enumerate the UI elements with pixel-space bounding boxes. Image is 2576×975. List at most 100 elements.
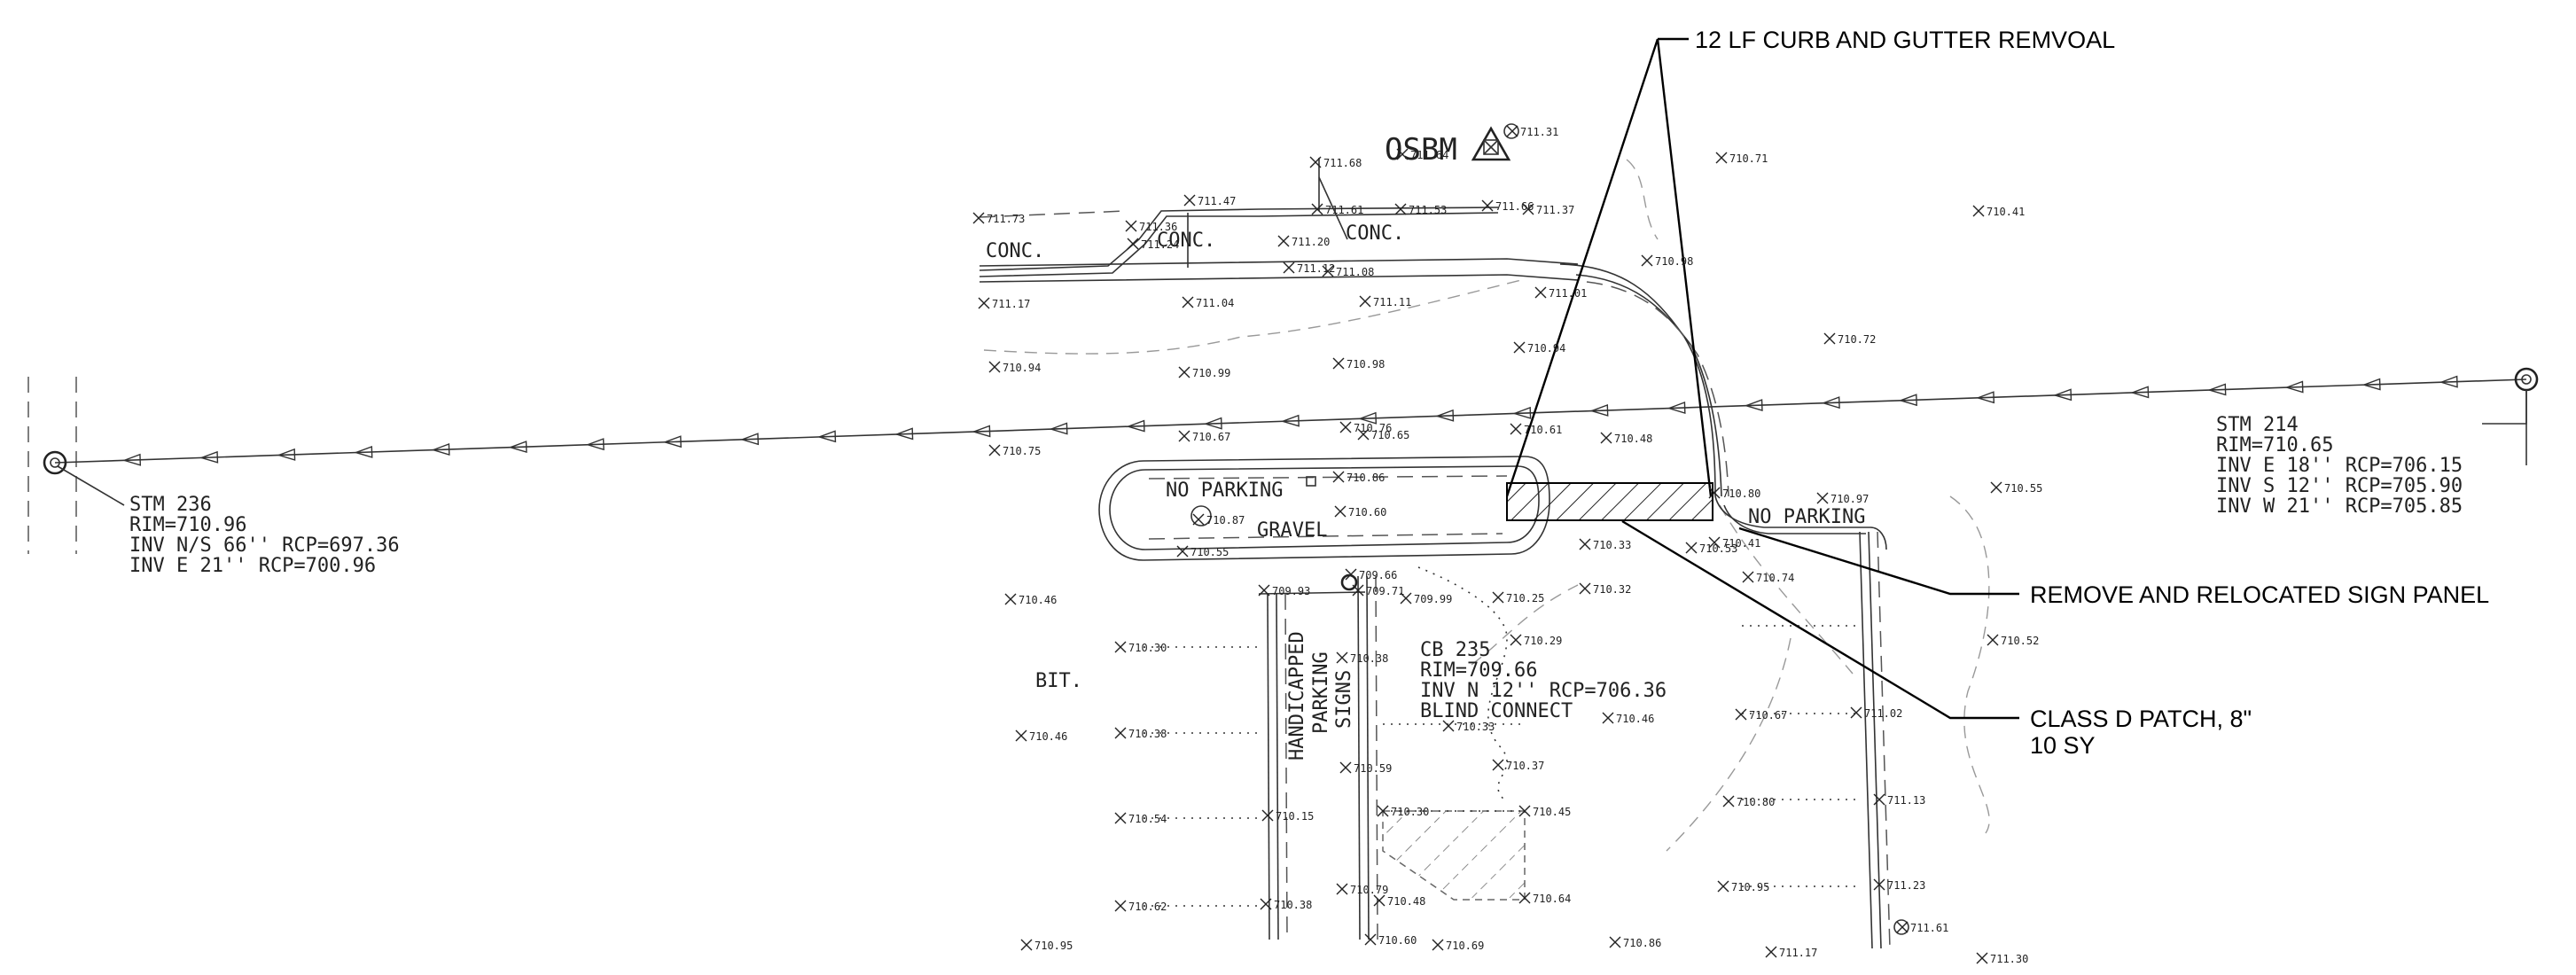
spot-elevation: 710.86 — [1332, 471, 1385, 484]
flow-arrow-icon — [431, 443, 450, 456]
spot-elevation: 711.66 — [1481, 199, 1534, 213]
spot-elevation-value: 709.93 — [1272, 585, 1310, 597]
south-walkways — [1258, 531, 1891, 949]
conc-label-1: CONC. — [986, 240, 1044, 262]
spot-elevation-value: 710.94 — [1527, 342, 1565, 355]
spot-elevation: 711.08 — [1322, 265, 1374, 278]
spot-elevation: 711.37 — [1522, 203, 1574, 216]
spot-elevation: 711.24 — [1127, 238, 1179, 251]
spot-elevation: 710.15 — [1261, 809, 1314, 823]
spot-elevation-value: 710.33 — [1593, 539, 1631, 551]
spot-elevation-value: 710.62 — [1128, 901, 1167, 913]
flow-arrow-icon — [662, 435, 682, 448]
sign-post-marker — [1306, 476, 1316, 487]
spot-elevation: 710.48 — [1373, 894, 1425, 908]
spot-elevation-value: 710.72 — [1838, 333, 1876, 346]
svg-text:INV S 12'' RCP=705.90: INV S 12'' RCP=705.90 — [2216, 475, 2463, 497]
bit-label: BIT. — [1035, 670, 1082, 692]
spot-elevation-value: 711.13 — [1887, 794, 1925, 807]
flow-arrow-icon — [2284, 380, 2304, 394]
concrete-walk — [979, 158, 1579, 283]
spot-elevation: 711.13 — [1873, 793, 1925, 807]
sign-relocate-leader — [1738, 526, 2019, 596]
class-d-patch-leader — [1621, 519, 2019, 720]
spot-elevation-value: 710.71 — [1729, 152, 1768, 165]
spot-elevation-value: 710.53 — [1699, 542, 1737, 555]
spot-elevation-value: 710.99 — [1192, 367, 1230, 379]
flow-arrow-icon — [972, 425, 991, 438]
spot-elevation: 710.41 — [1708, 536, 1760, 550]
tree-line — [983, 159, 1990, 852]
spot-elevation-value: 711.31 — [1520, 126, 1558, 138]
spot-elevation: 710.65 — [1357, 428, 1409, 441]
spot-elevation: 709.99 — [1400, 592, 1452, 605]
spot-elevation-value: 710.55 — [2004, 482, 2042, 495]
spot-elevation: 710.80 — [1722, 795, 1775, 808]
spot-elevation: 710.60 — [1334, 505, 1386, 519]
spot-elevation-value: 709.99 — [1414, 593, 1452, 605]
spot-elevation: 710.25 — [1492, 591, 1544, 604]
dotted-grade-lines — [1144, 566, 1862, 907]
stm-214-label: STM 214 RIM=710.65 INV E 18'' RCP=706.15… — [2216, 414, 2463, 518]
spot-elevation: 710.37 — [1492, 759, 1544, 772]
flow-arrow-icon — [2439, 375, 2458, 388]
spot-elevation: 710.99 — [1178, 366, 1230, 379]
osbm-benchmark-icon — [1471, 123, 1519, 161]
spot-elevation-value: 710.15 — [1276, 810, 1314, 823]
gravel-label: GRAVEL — [1257, 519, 1327, 542]
spot-elevation-value: 710.59 — [1354, 762, 1392, 775]
spot-elevation: 711.68 — [1309, 156, 1362, 169]
spot-elevation: 710.74 — [1742, 571, 1794, 584]
spot-elevation-value: 710.67 — [1749, 709, 1787, 722]
svg-text:STM 214: STM 214 — [2216, 414, 2299, 436]
spot-elevation-value: 711.47 — [1198, 195, 1236, 207]
no-parking-label-2: NO PARKING — [1748, 506, 1865, 528]
spot-elevation-value: 710.38 — [1128, 728, 1167, 740]
flow-arrow-icon — [817, 430, 837, 443]
spot-elevation: 710.72 — [1823, 332, 1876, 346]
spot-elevation: 710.55 — [1990, 481, 2042, 495]
spot-elevation-value: 711.02 — [1864, 707, 1902, 720]
spot-elevation: 710.53 — [1685, 542, 1737, 555]
spot-elevation-value: 710.74 — [1756, 572, 1794, 584]
spot-elevation-value: 710.67 — [1192, 431, 1230, 443]
spot-elevation: 710.29 — [1510, 634, 1562, 647]
spot-elevation-value: 710.87 — [1206, 514, 1245, 526]
spot-elevation: 710.67 — [1735, 708, 1787, 722]
svg-text:HANDICAPPED: HANDICAPPED — [1286, 631, 1308, 760]
spot-elevation: 710.52 — [1987, 634, 2039, 647]
no-parking-label-1: NO PARKING — [1166, 480, 1283, 502]
spot-elevation-value: 710.94 — [1003, 362, 1041, 374]
spot-elevation: 710.62 — [1114, 900, 1167, 913]
spot-elevation: 709.93 — [1258, 584, 1310, 597]
flow-arrow-icon — [1667, 402, 1686, 414]
spot-elevation: 710.54 — [1114, 812, 1167, 825]
curb-removal-leader — [1505, 37, 1713, 497]
spot-elevation: 710.46 — [1015, 729, 1067, 743]
spot-elevation: 710.71 — [1715, 152, 1768, 165]
spot-elevation: 710.33 — [1579, 538, 1631, 551]
spot-elevation: 710.80 — [1708, 487, 1760, 500]
spot-elevation-value: 710.98 — [1655, 255, 1693, 268]
parking-island — [1098, 456, 1550, 561]
spot-elevation-value: 711.17 — [1779, 947, 1817, 959]
spot-elevation: 710.32 — [1579, 582, 1631, 596]
spot-elevation-value: 710.60 — [1348, 506, 1386, 519]
svg-text:CB 235: CB 235 — [1420, 639, 1490, 661]
spot-elevation: 710.33 — [1442, 720, 1495, 733]
spot-elevation-value: 710.95 — [1034, 940, 1073, 952]
spot-elevation-value: 710.41 — [1722, 537, 1760, 550]
spot-elevation-value: 710.33 — [1456, 721, 1495, 733]
class-d-patch-callout: CLASS D PATCH, 8" — [2030, 706, 2252, 732]
spot-elevation: 710.38 — [1114, 727, 1167, 740]
flow-arrow-icon — [1126, 419, 1145, 433]
spot-elevation-value: 710.86 — [1623, 937, 1661, 949]
spot-elevation-value: 710.41 — [1987, 206, 2025, 218]
conc-label-3: CONC. — [1346, 222, 1404, 245]
flow-arrow-icon — [1435, 409, 1455, 422]
conc-label-2: CONC. — [1157, 230, 1215, 252]
spot-elevation: 710.98 — [1641, 254, 1693, 268]
flow-arrow-icon — [121, 453, 142, 466]
spot-elevation: 710.30 — [1377, 805, 1429, 818]
spot-elevation-value: 711.08 — [1336, 266, 1374, 278]
